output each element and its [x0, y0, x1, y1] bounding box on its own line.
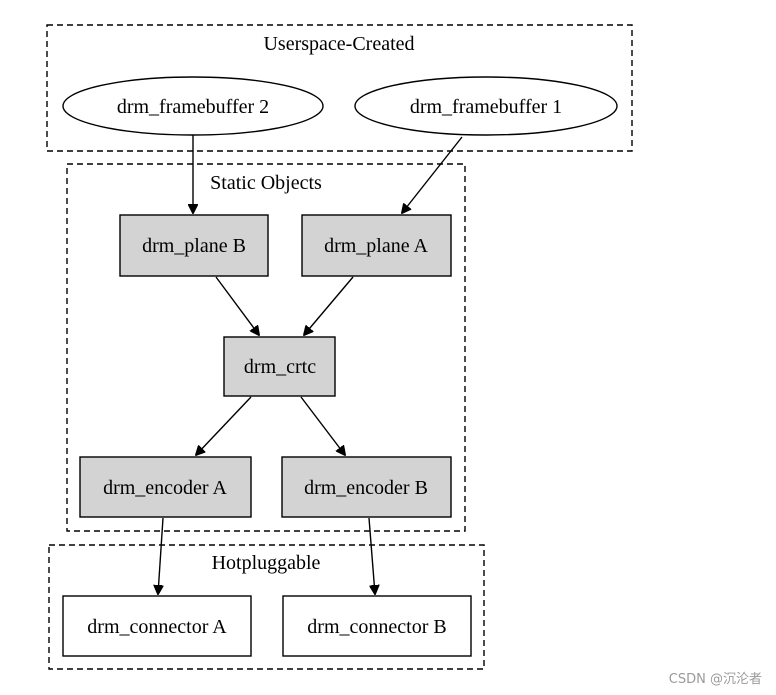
edge-encoder-a-to-connector-a — [158, 517, 164, 594]
node-drm-plane-b: drm_plane B — [119, 214, 269, 277]
node-drm-connector-b: drm_connector B — [282, 595, 472, 657]
cluster-static-objects: Static Objects — [66, 163, 466, 532]
node-label: drm_encoder B — [304, 477, 428, 499]
edges — [158, 135, 463, 594]
node-label: drm_framebuffer 1 — [410, 96, 562, 118]
cluster-static-label: Static Objects — [210, 172, 322, 194]
node-drm-encoder-a: drm_encoder A — [79, 456, 252, 518]
node-label: drm_framebuffer 2 — [117, 96, 269, 118]
edge-plane-a-to-crtc — [304, 276, 354, 335]
node-drm-framebuffer-2: drm_framebuffer 2 — [62, 76, 324, 136]
cluster-userspace-created: Userspace-Created — [46, 24, 633, 152]
edge-framebuffer1-to-plane-a — [402, 136, 463, 213]
node-label: drm_plane A — [324, 235, 428, 257]
edge-encoder-b-to-connector-b — [368, 517, 375, 594]
node-label: drm_connector A — [87, 616, 227, 638]
node-drm-connector-a: drm_connector A — [62, 595, 252, 657]
node-label: drm_plane B — [142, 235, 246, 257]
cluster-userspace-label: Userspace-Created — [263, 33, 414, 55]
node-drm-plane-a: drm_plane A — [301, 214, 452, 277]
csdn-watermark: CSDN @沉沦者 — [668, 672, 762, 687]
edge-crtc-to-encoder-a — [196, 396, 252, 455]
node-drm-framebuffer-1: drm_framebuffer 1 — [354, 76, 618, 136]
cluster-hotpluggable-label: Hotpluggable — [212, 552, 321, 574]
edge-plane-b-to-crtc — [215, 276, 259, 335]
node-label: drm_crtc — [244, 356, 316, 378]
node-drm-crtc: drm_crtc — [223, 336, 336, 397]
cluster-hotpluggable: Hotpluggable — [48, 544, 485, 670]
node-label: drm_connector B — [307, 616, 446, 638]
node-label: drm_encoder A — [103, 477, 227, 499]
edge-crtc-to-encoder-b — [300, 396, 345, 455]
node-drm-encoder-b: drm_encoder B — [281, 456, 452, 518]
